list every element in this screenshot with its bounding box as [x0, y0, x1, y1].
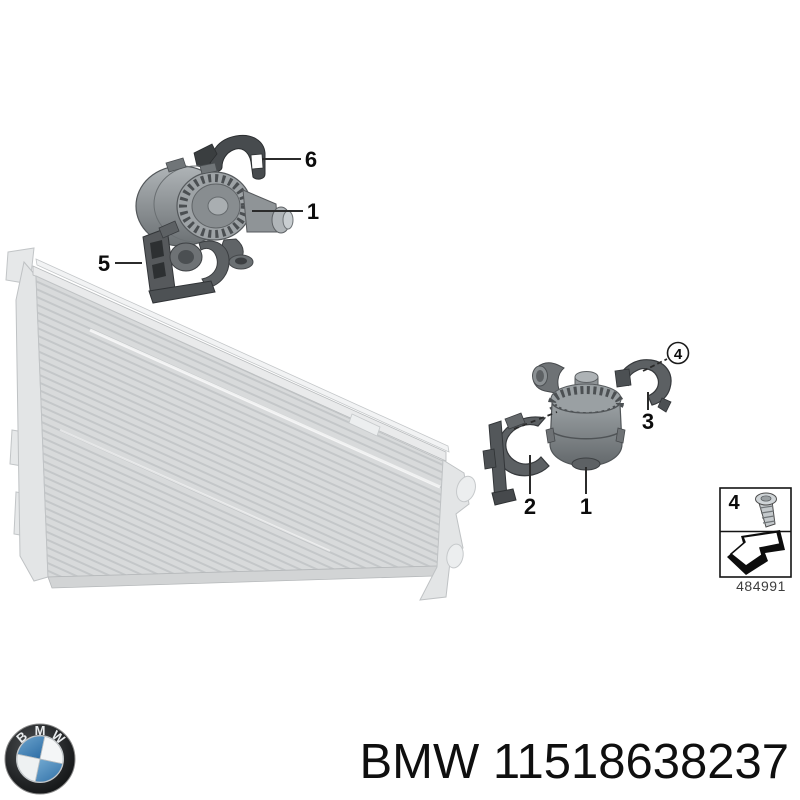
bracket-arm [198, 240, 230, 289]
radiator-top-rail [32, 265, 447, 462]
pump-clip [199, 162, 218, 175]
radiator-top-rail-face [35, 258, 450, 453]
strap-illustration-6 [193, 134, 266, 180]
pump-side-tab [545, 427, 556, 444]
part-number-text: BMW 11518638237 [360, 735, 790, 789]
radiator-illustration [5, 247, 476, 601]
quadrant-white [39, 736, 64, 765]
callout-label-1-top: 1 [307, 199, 319, 224]
pump-belly-seam [551, 431, 621, 440]
legend-item-number: 4 [728, 492, 740, 514]
radiator-core-highlight [89, 328, 441, 489]
strap-illustration-3 [614, 359, 672, 413]
bracket-clamp-tab [504, 412, 526, 430]
pump-outlet-cap [282, 210, 294, 230]
pump-clip [165, 157, 187, 173]
radiator-mount-bump [348, 413, 381, 437]
pump-assembly-right: 2 1 3 4 [482, 341, 690, 519]
svg-text:M: M [35, 723, 46, 738]
screw-head-socket [760, 495, 772, 502]
arrow-top-face [729, 531, 781, 567]
radiator-core-highlight [59, 429, 331, 552]
pump-hub [207, 196, 229, 216]
pump-elbow-bore [235, 257, 247, 265]
footer: B M W BMW 11518638237 [4, 723, 790, 795]
callout-label-4: 4 [674, 346, 683, 363]
water-pump-illustration-right [532, 362, 626, 471]
callout-label-1-right: 1 [580, 494, 592, 519]
quadrant-blue [34, 758, 63, 783]
logo-letter-m: M [35, 723, 46, 738]
bracket-top-tab [158, 220, 180, 239]
bracket-illustration-2 [482, 412, 550, 506]
screw-icon [755, 492, 777, 528]
pump-rib-teeth [548, 386, 624, 420]
callout-circle-4 [666, 341, 690, 365]
pump-cap-top [574, 371, 599, 383]
logo-inner-rim [16, 735, 64, 783]
callout-label-5: 5 [98, 251, 110, 276]
strap-clamp-end [614, 368, 632, 388]
strap-hole [250, 153, 264, 170]
callout-label-3: 3 [642, 409, 654, 434]
pump-inlet-bore [536, 370, 544, 382]
legend-code: 484991 [736, 578, 786, 594]
water-pump-illustration-top [135, 157, 294, 270]
bracket-slot [150, 240, 164, 259]
callout-dash-line-4 [642, 358, 668, 372]
quadrant-blue [17, 735, 46, 760]
quadrant-white [16, 753, 41, 782]
strap-end-tab [657, 397, 672, 413]
bracket-foot [491, 488, 517, 506]
bracket-barrel-bore [178, 250, 194, 264]
pump-body [549, 402, 623, 467]
strap-body [210, 134, 266, 180]
pump-assembly-upper: 6 1 5 [98, 134, 319, 304]
bracket-front-foot [482, 448, 497, 470]
radiator-hose-stub [456, 475, 476, 503]
callout-label-2: 2 [524, 494, 536, 519]
radiator-hose-stub [446, 543, 464, 569]
direction-arrow-icon [727, 530, 785, 575]
bracket-slot [152, 262, 166, 279]
logo-roundel-quadrants [16, 735, 64, 783]
bracket-foot [148, 280, 216, 304]
pump-side-tab [615, 427, 626, 444]
callout-dash-line-2 [513, 411, 558, 430]
bracket-illustration-5 [142, 220, 230, 304]
callout-label-6: 6 [305, 147, 317, 172]
legend-box: 4 484991 [719, 487, 792, 594]
strap-end-tab [193, 143, 218, 169]
bmw-logo: B M W [4, 723, 76, 795]
